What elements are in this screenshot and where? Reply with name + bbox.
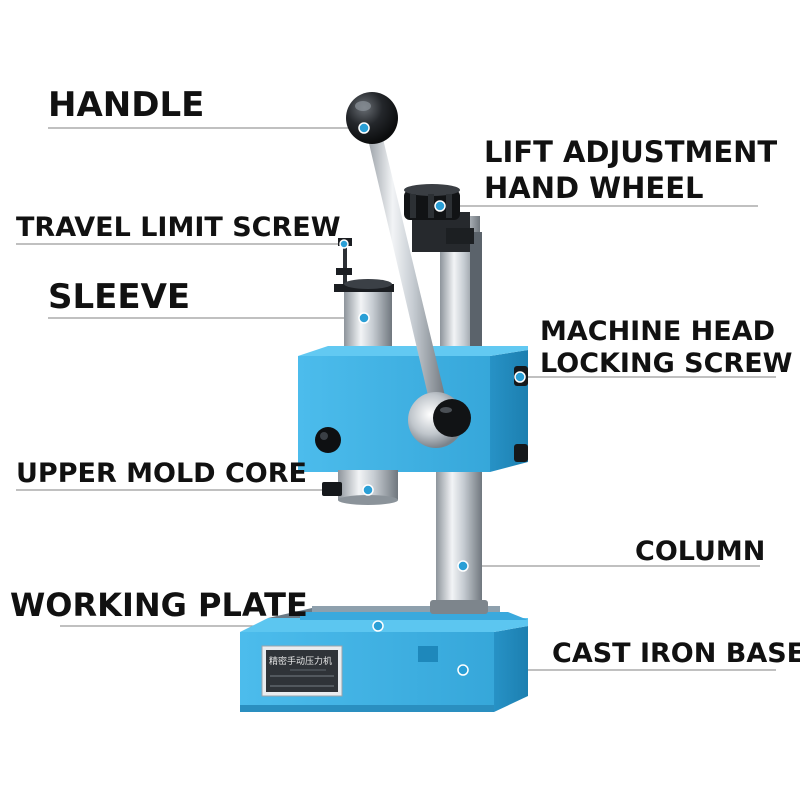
lift-adjustment-hand-wheel xyxy=(404,184,474,252)
label-machine-head-line1: MACHINE HEAD xyxy=(540,316,776,347)
upper-mold-core xyxy=(322,470,398,505)
dot-cast-iron-base xyxy=(457,664,469,676)
dot-handle xyxy=(358,122,370,134)
handle xyxy=(346,92,471,448)
label-cast-iron-base: CAST IRON BASE xyxy=(552,638,800,669)
dot-lift-adjustment xyxy=(434,200,446,212)
sleeve xyxy=(334,279,394,354)
label-column: COLUMN xyxy=(635,536,766,567)
dot-working-plate xyxy=(372,620,384,632)
dot-travel-limit-screw xyxy=(339,239,349,249)
label-machine-head-line2: LOCKING SCREW xyxy=(540,348,793,379)
label-upper-mold-core: UPPER MOLD CORE xyxy=(16,458,307,489)
dot-sleeve xyxy=(358,312,370,324)
leader-lines xyxy=(16,127,776,671)
pointer-dots xyxy=(339,122,526,676)
label-working-plate: WORKING PLATE xyxy=(10,586,308,624)
nameplate-title: 精密手动压力机 xyxy=(269,657,333,667)
nameplate xyxy=(261,645,343,697)
dot-column xyxy=(457,560,469,572)
label-sleeve: SLEEVE xyxy=(48,277,191,317)
label-lift-adjustment-line2: HAND WHEEL xyxy=(484,171,704,205)
dot-machine-head xyxy=(514,371,526,383)
dot-upper-mold-core xyxy=(362,484,374,496)
label-lift-adjustment-line1: LIFT ADJUSTMENT xyxy=(484,135,778,169)
label-handle: HANDLE xyxy=(48,85,205,125)
label-travel-limit-screw: TRAVEL LIMIT SCREW xyxy=(16,212,341,243)
